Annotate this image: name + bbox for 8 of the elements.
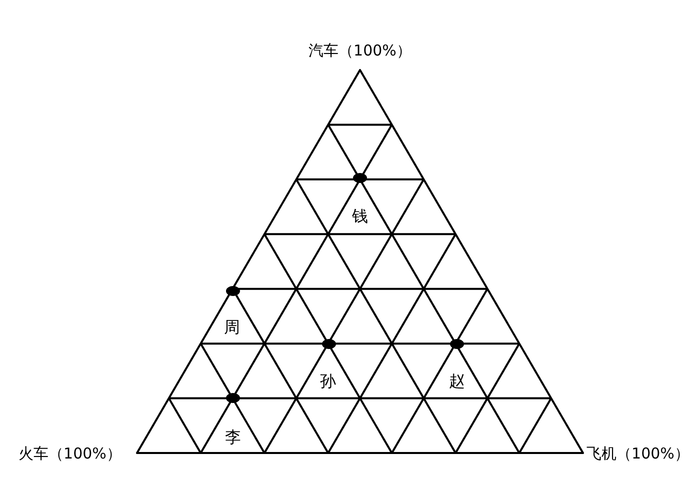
point-label: 李	[225, 428, 241, 448]
vertex-label: 汽车（100%）	[308, 42, 412, 60]
point-label: 孙	[320, 372, 336, 392]
vertex-label: 飞机（100%）	[586, 444, 690, 464]
point-label: 周	[224, 318, 240, 338]
point-label: 赵	[449, 372, 465, 392]
point-label: 钱	[352, 206, 368, 228]
vertex-label: 火车（100%）	[18, 444, 122, 464]
